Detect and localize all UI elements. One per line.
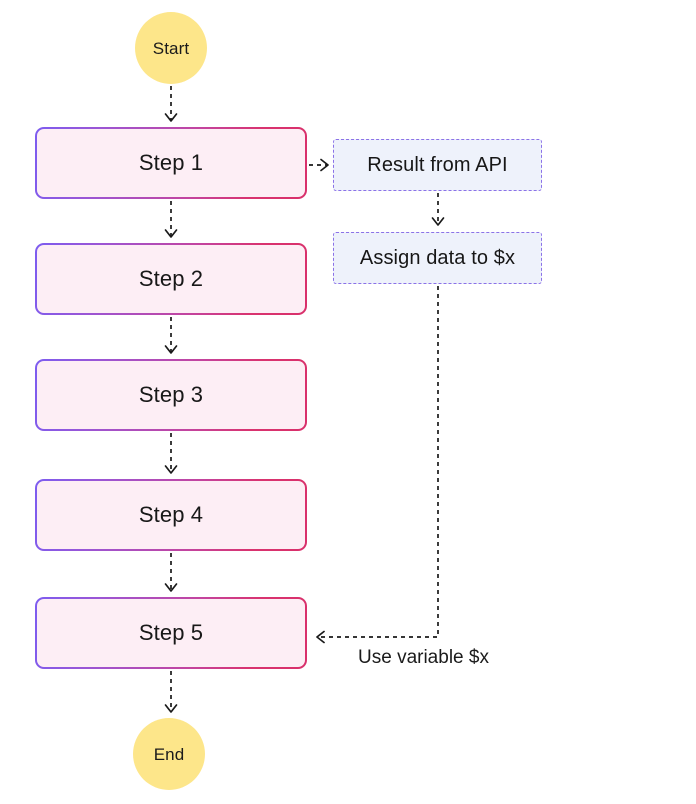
step-box-step5[interactable]: Step 5 — [35, 597, 307, 669]
connector-note-assign-to-step5 — [316, 286, 439, 644]
step-box-step3[interactable]: Step 3 — [35, 359, 307, 431]
connector-start-to-step1 — [164, 86, 178, 122]
step-box-step3-label: Step 3 — [138, 382, 204, 407]
step-box-step2[interactable]: Step 2 — [35, 243, 307, 315]
terminal-start-label: Start — [152, 38, 190, 58]
connector-step2-to-step3 — [164, 317, 178, 354]
step-box-step4-label: Step 4 — [138, 502, 204, 527]
step-box-step4-inner: Step 4 — [37, 481, 305, 549]
step-box-step5-inner: Step 5 — [37, 599, 305, 667]
step-box-step5-label: Step 5 — [138, 620, 204, 645]
step-box-step2-inner: Step 2 — [37, 245, 305, 313]
terminal-end[interactable]: End — [133, 718, 205, 790]
connector-step1-to-step2 — [164, 201, 178, 238]
note-box-assign-data[interactable]: Assign data to $x — [333, 232, 542, 284]
step-box-step2-label: Step 2 — [138, 266, 204, 291]
connector-step1-to-note-result — [309, 158, 329, 172]
step-box-step3-inner: Step 3 — [37, 361, 305, 429]
step-box-step1-label: Step 1 — [138, 150, 204, 175]
connector-step5-to-end — [164, 671, 178, 713]
edge-caption-use-variable: Use variable $x — [358, 647, 489, 668]
note-box-result-from-api-label: Result from API — [367, 154, 508, 176]
step-box-step4[interactable]: Step 4 — [35, 479, 307, 551]
step-box-step1[interactable]: Step 1 — [35, 127, 307, 199]
note-box-result-from-api[interactable]: Result from API — [333, 139, 542, 191]
connector-note-result-to-note-assign — [431, 193, 445, 226]
step-box-step1-inner: Step 1 — [37, 129, 305, 197]
note-box-assign-data-label: Assign data to $x — [359, 247, 516, 269]
terminal-start[interactable]: Start — [135, 12, 207, 84]
connector-step3-to-step4 — [164, 433, 178, 474]
connector-step4-to-step5 — [164, 553, 178, 592]
terminal-end-label: End — [153, 744, 185, 764]
